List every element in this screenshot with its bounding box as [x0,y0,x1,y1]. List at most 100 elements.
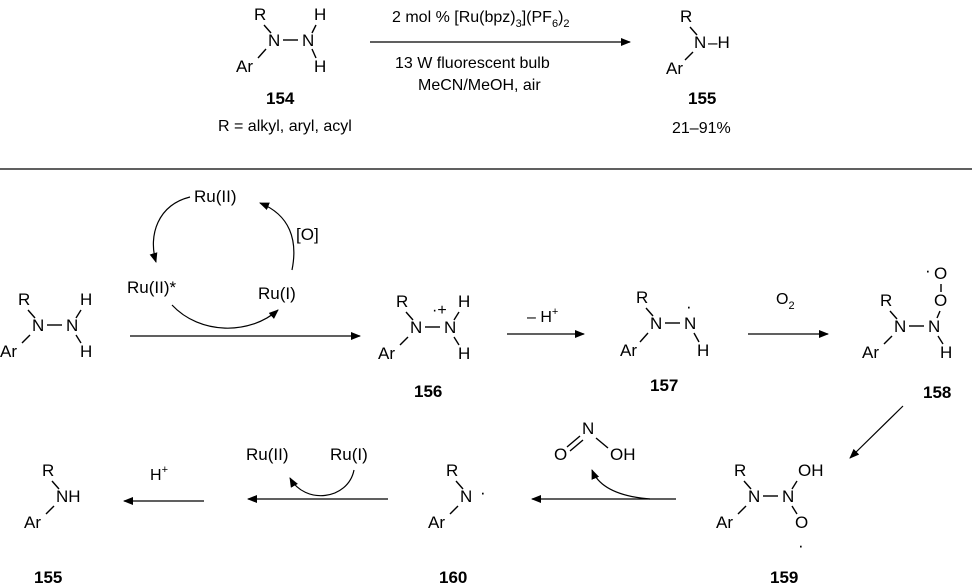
bond [51,480,60,490]
compound-160: R N Ar · 160 [428,461,486,587]
proton-label: H+ [150,464,168,484]
condition-light: 13 W fluorescent bulb [395,55,550,72]
n2-label: N [684,314,696,333]
n2-label: N [928,317,940,336]
ar-label: Ar [24,513,41,532]
h1-label: H [314,5,326,24]
oh-label: OH [798,461,824,480]
reaction-conditions: 2 mol % [Ru(bpz)3](PF6)2 13 W fluorescen… [370,9,631,94]
nh-label: NH [56,487,81,506]
ar-label: Ar [428,513,445,532]
radical-dot: · [480,483,486,502]
deprotonation-label: – H+ [527,306,558,326]
n-label: N [694,33,706,52]
radical-cation-label: ·+ [432,302,447,319]
ru-ii-label: Ru(II) [194,187,237,206]
bond [889,310,898,320]
start-hydrazine: R N N Ar H H [0,290,92,361]
yield-label: 21–91% [672,120,731,137]
catalytic-cycle: Ru(II) [O] Ru(II)* Ru(I) [127,187,319,329]
compound-157: R N N Ar H · 157 [620,288,709,395]
n1-label: N [32,316,44,335]
catalyst-label: 2 mol % [Ru(bpz)3](PF6)2 [392,9,570,30]
ru-i-label: Ru(I) [330,445,368,464]
bond [455,480,464,490]
cycle-arrow-right [259,202,295,271]
o-label: O [795,513,808,532]
h2-label: H [458,344,470,363]
n1-label: N [650,314,662,333]
ru-cycle-arrow [289,469,355,497]
bond [75,334,82,344]
bond [566,435,581,448]
r-scope-label: R = alkyl, aryl, acyl [218,118,352,135]
bond [791,505,798,515]
ar-label: Ar [862,343,879,362]
r-label: R [734,461,746,480]
condition-solvent: MeCN/MeOH, air [418,77,541,94]
bond [449,505,459,515]
compound-155: R N –H Ar 155 [666,7,730,108]
bond [645,307,654,317]
r-label: R [636,288,648,307]
ar-label: Ar [716,513,733,532]
n2-label: N [782,487,794,506]
r-label: R [446,461,458,480]
r-label: R [254,5,266,24]
bond [743,480,752,490]
final-product-155: R NH Ar 155 [24,461,81,587]
rearrangement-arrow [849,405,904,459]
h1-label: H [458,292,470,311]
radical-dot: · [798,536,804,555]
bond [45,505,55,515]
compound-number-154: 154 [266,89,295,108]
bond [791,480,798,490]
n1-label: N [268,31,280,50]
bond [639,332,649,343]
ar-label: Ar [378,344,395,363]
compound-number-156: 156 [414,382,442,401]
compound-156: R N N Ar H H ·+ 156 [378,292,470,401]
bond [257,48,267,59]
bond [263,24,272,34]
n2-label: N [66,316,78,335]
n2-label: N [444,318,456,337]
h-label: H [697,341,709,360]
bond [311,48,317,59]
r-label: R [18,290,30,309]
oxidant-label: [O] [296,225,319,244]
ar-label: Ar [666,59,683,78]
radical-dot: · [686,297,692,316]
bond [684,51,694,61]
compound-number-158: 158 [923,383,951,402]
ar-label: Ar [236,57,253,76]
bond [27,309,36,319]
ar-label: Ar [0,342,17,361]
compound-number-155: 155 [34,568,62,587]
bond [569,439,584,452]
bond [936,310,941,319]
compound-158: O · O R N N Ar H 158 [862,261,952,402]
compound-154: R N N Ar H H 154 [236,5,326,108]
compound-number-155: 155 [688,89,716,108]
n1-label: N [894,317,906,336]
r-label: R [680,7,692,26]
r-label: R [396,292,408,311]
n-label: N [460,487,472,506]
r-label: R [880,291,892,310]
bond [405,311,414,321]
bond [689,26,698,36]
r-label: R [42,461,54,480]
h1-label: H [80,290,92,309]
electron-transfer-arrow [171,304,279,329]
bond [75,309,82,319]
n1-label: N [410,318,422,337]
bond [311,24,317,34]
h2-label: H [314,57,326,76]
compound-number-160: 160 [439,568,467,587]
bond [693,332,700,343]
release-arrow [591,469,651,500]
ru-ii-label: Ru(II) [246,445,289,464]
h-label: H [940,343,952,362]
